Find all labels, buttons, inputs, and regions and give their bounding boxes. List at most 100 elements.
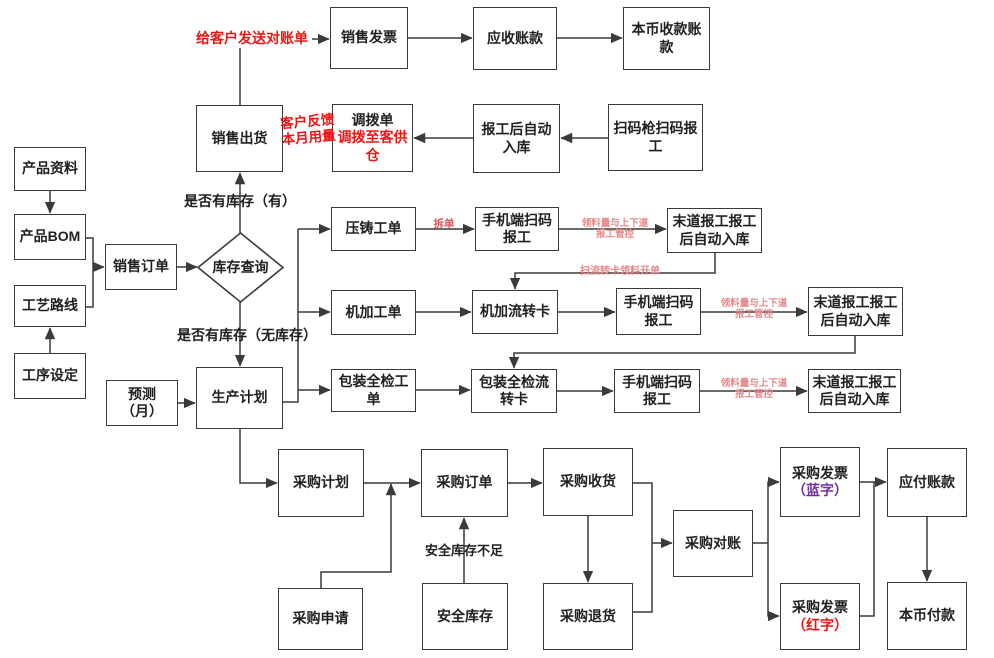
node-last-process-auto-inbound-2-text: 后自动入库 — [820, 311, 891, 328]
node-forecast-month-text: 预测 — [128, 385, 156, 402]
node-mobile-scan-report-2-text: 报工 — [644, 311, 673, 328]
node-product-bom: 产品BOM — [14, 214, 86, 260]
node-accounts-payable-text: 应付账款 — [899, 473, 955, 490]
node-local-currency-payment: 本币付款 — [887, 582, 967, 650]
edge-last-2-to-packaging-card — [508, 336, 856, 369]
node-packaging-inspection-route-card: 包装全检流转卡 — [471, 369, 557, 413]
label-safety-stock-insufficient: 安全库存不足 — [424, 543, 503, 558]
label-has-stock-no: 是否有库存（无库存） — [177, 327, 317, 343]
node-safety-stock: 安全库存 — [422, 583, 508, 650]
node-last-process-auto-inbound-1-text: 后自动入库 — [679, 230, 750, 247]
node-product-data: 产品资料 — [14, 147, 86, 191]
node-packaging-inspection-route-card-text: 转卡 — [500, 391, 528, 407]
node-transfer-order-text: 仓 — [365, 146, 380, 163]
node-purchase-invoice-red-text: 采购发票 — [792, 599, 848, 616]
node-forecast-month: 预测（月） — [106, 380, 178, 426]
node-purchase-receipt: 采购收货 — [543, 448, 633, 516]
node-purchase-invoice-red: 采购发票（红字） — [780, 583, 860, 650]
edge-return-to-junction — [633, 543, 653, 613]
node-local-currency-payment-text: 本币付款 — [899, 607, 955, 624]
node-purchase-reconciliation: 采购对账 — [673, 510, 753, 577]
node-last-process-auto-inbound-2-text: 末道报工报工 — [813, 294, 898, 311]
node-transfer-order-text: 调拨单 — [351, 112, 394, 129]
node-auto-inbound-after-report-text: 入库 — [502, 138, 531, 155]
label-customer-feedback-monthly-usage: 客户反馈 本月用量 — [279, 111, 337, 148]
edge-bom-route-bracket — [86, 237, 94, 308]
node-packaging-inspection-work-order: 包装全检工单 — [331, 369, 416, 412]
node-process-route: 工艺路线 — [14, 285, 86, 327]
node-local-currency-receipt-text: 本币收款账 — [631, 21, 702, 38]
node-sales-invoice: 销售发票 — [330, 7, 408, 69]
node-purchase-plan: 采购计划 — [278, 449, 364, 517]
edge-production-plan-to-purchase-plan — [239, 429, 278, 489]
edge-production-plan-bracket — [283, 229, 299, 403]
node-packaging-inspection-work-order-text: 包装全检工 — [338, 373, 409, 390]
node-mobile-scan-report-1-text: 手机端扫码 — [482, 211, 552, 228]
node-packaging-inspection-route-card-text: 包装全检流 — [479, 373, 549, 390]
node-local-currency-receipt: 本币收款账款 — [623, 7, 710, 70]
node-product-bom-text: 产品BOM — [19, 228, 81, 245]
node-local-currency-receipt-text: 款 — [659, 38, 674, 55]
node-machining-route-card: 机加流转卡 — [472, 290, 558, 334]
node-production-plan-text: 生产计划 — [211, 389, 268, 406]
node-mobile-scan-report-2: 手机端扫码报工 — [616, 288, 701, 335]
node-purchase-reconciliation-text: 采购对账 — [685, 534, 741, 551]
node-purchase-receipt-text: 采购收货 — [560, 473, 616, 490]
node-inventory-check: 库存查询 — [198, 233, 283, 302]
node-purchase-invoice-blue: 采购发票（蓝字） — [780, 447, 860, 517]
node-purchase-request: 采购申请 — [278, 588, 363, 650]
node-purchase-order: 采购订单 — [421, 449, 508, 517]
node-purchase-invoice-blue-text: （蓝字） — [792, 482, 848, 498]
node-shape-inventory-check — [196, 231, 285, 304]
node-last-process-auto-inbound-3-text: 末道报工报工 — [812, 373, 897, 390]
label-material-vs-process-control-1: 领料量与上下道 报工管控 — [581, 218, 649, 241]
node-mobile-scan-report-3: 手机端扫码报工 — [614, 369, 700, 413]
node-mobile-scan-report-1: 手机端扫码报工 — [475, 207, 559, 251]
node-machining-work-order: 机加工单 — [331, 290, 416, 335]
node-die-casting-work-order-text: 压铸工单 — [345, 220, 402, 237]
node-packaging-inspection-work-order-text: 单 — [366, 390, 381, 407]
node-mobile-scan-report-2-text: 手机端扫码 — [623, 294, 694, 311]
node-purchase-invoice-blue-text: 采购发票 — [792, 464, 848, 481]
node-operation-setup-text: 工序设定 — [22, 367, 78, 384]
node-process-route-text: 工艺路线 — [22, 297, 78, 314]
node-operation-setup: 工序设定 — [14, 353, 86, 399]
node-product-data-text: 产品资料 — [22, 160, 78, 177]
node-last-process-auto-inbound-1: 末道报工报工后自动入库 — [667, 208, 762, 253]
node-inventory-check-text: 库存查询 — [212, 258, 269, 275]
label-has-stock-yes: 是否有库存（有） — [184, 193, 296, 209]
node-scan-gun-report-text: 工 — [648, 137, 663, 154]
node-purchase-request-text: 采购申请 — [292, 610, 349, 627]
node-sales-shipment: 销售出货 — [196, 105, 283, 172]
node-safety-stock-text: 安全库存 — [437, 607, 493, 624]
node-machining-route-card-text: 机加流转卡 — [480, 303, 550, 320]
node-accounts-payable: 应付账款 — [887, 448, 967, 517]
node-scan-gun-report-text: 扫码枪扫码报 — [613, 120, 698, 137]
edge-last-1-to-machining-card — [509, 253, 716, 290]
edge-purchase-request-up — [320, 483, 397, 588]
label-scan-route-card-material-order: 扫流转卡领料开单 — [580, 266, 660, 277]
node-forecast-month-text: （月） — [121, 403, 163, 419]
edge-junction-to-invoice-blue — [767, 476, 780, 543]
label-material-vs-process-control-3: 领料量与上下道 报工管控 — [720, 378, 788, 401]
label-material-vs-process-control-2: 领料量与上下道 报工管控 — [720, 298, 788, 321]
node-last-process-auto-inbound-3: 末道报工报工后自动入库 — [808, 369, 901, 413]
node-accounts-receivable: 应收账款 — [473, 7, 557, 70]
node-machining-work-order-text: 机加工单 — [345, 303, 402, 320]
node-mobile-scan-report-1-text: 报工 — [503, 229, 531, 245]
label-split-order: 拆单 — [433, 218, 455, 230]
node-auto-inbound-after-report-text: 报工后自动 — [481, 121, 552, 138]
node-purchase-plan-text: 采购计划 — [293, 474, 349, 491]
edge-receipt-to-reconciliation — [633, 482, 673, 549]
edge-invoice-red-merge — [860, 482, 875, 617]
node-transfer-order-text: 调拨至客供 — [337, 129, 408, 146]
node-sales-invoice-text: 销售发票 — [341, 29, 397, 46]
node-mobile-scan-report-3-text: 手机端扫码 — [622, 373, 692, 390]
node-die-casting-work-order: 压铸工单 — [331, 207, 416, 251]
node-scan-gun-report: 扫码枪扫码报工 — [608, 104, 703, 171]
node-transfer-order: 调拨单调拨至客供仓 — [332, 104, 413, 172]
node-last-process-auto-inbound-3-text: 后自动入库 — [819, 391, 890, 407]
node-sales-order: 销售订单 — [105, 244, 177, 290]
